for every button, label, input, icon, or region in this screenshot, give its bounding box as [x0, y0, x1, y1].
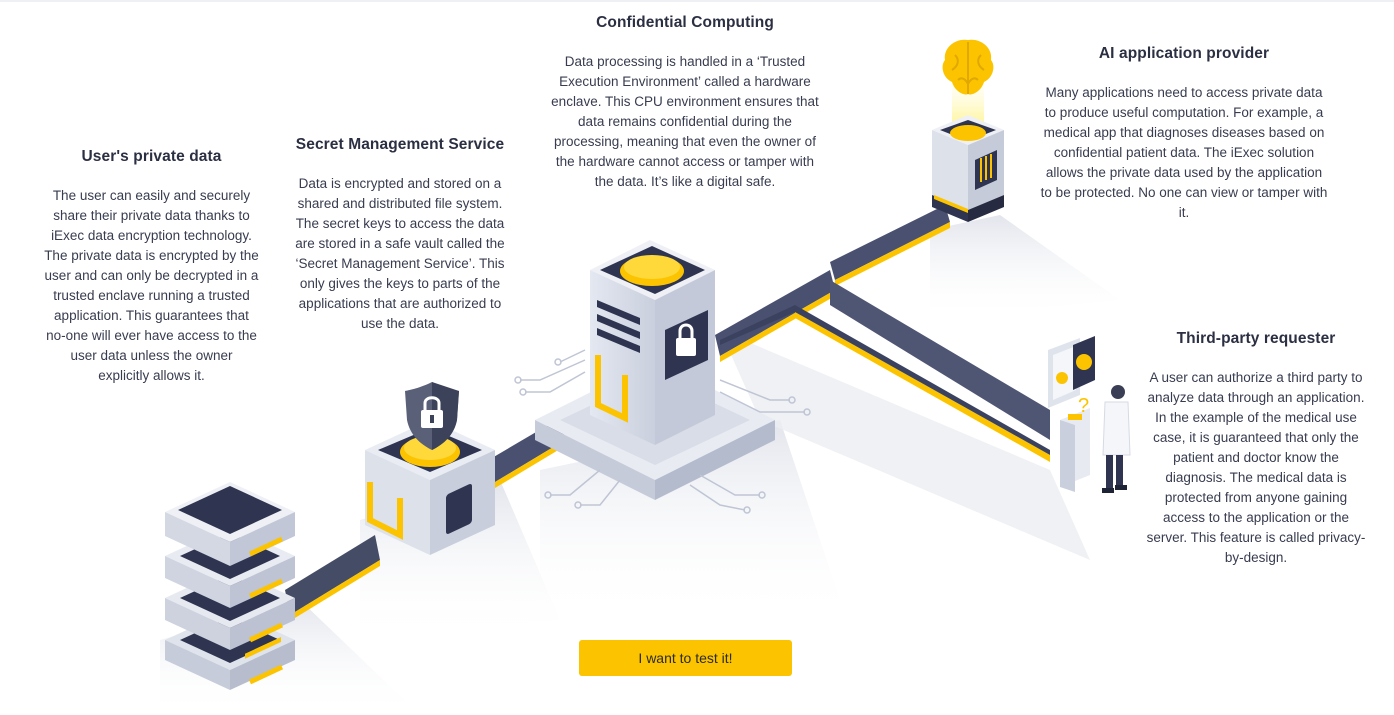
third-party-title: Third-party requester	[1176, 330, 1336, 347]
doctor-figure-icon: ?	[1048, 336, 1131, 493]
svg-text:?: ?	[1078, 395, 1089, 417]
confidential-computing-title: Confidential Computing	[596, 14, 774, 31]
ai-provider-title: AI application provider	[1098, 45, 1270, 62]
test-it-button[interactable]: I want to test it!	[579, 640, 792, 676]
enclave-lock-icon	[514, 240, 811, 514]
server-stack-icon	[165, 482, 295, 690]
third-party-body: A user can authorize a third party to an…	[1146, 370, 1366, 565]
confidential-computing-body: Data processing is handled in a ‘Trusted…	[551, 54, 819, 189]
conveyor-belts	[285, 205, 1050, 621]
section-third-party: Third-party requester A user can authori…	[1146, 330, 1366, 568]
section-confidential-computing: Confidential Computing Data processing i…	[545, 14, 825, 192]
brain-icon	[932, 39, 1004, 222]
secret-management-title: Secret Management Service	[295, 136, 505, 153]
private-data-body: The user can easily and securely share t…	[44, 188, 259, 383]
section-private-data: User's private data The user can easily …	[44, 148, 259, 386]
top-divider	[0, 0, 1394, 2]
section-secret-management: Secret Management Service Data is encryp…	[290, 136, 510, 334]
secret-management-body: Data is encrypted and stored on a shared…	[295, 176, 505, 331]
shield-lock-icon	[365, 382, 495, 555]
private-data-title: User's private data	[81, 148, 222, 165]
section-ai-provider: AI application provider Many application…	[1040, 45, 1328, 223]
ai-provider-body: Many applications need to access private…	[1040, 85, 1328, 220]
